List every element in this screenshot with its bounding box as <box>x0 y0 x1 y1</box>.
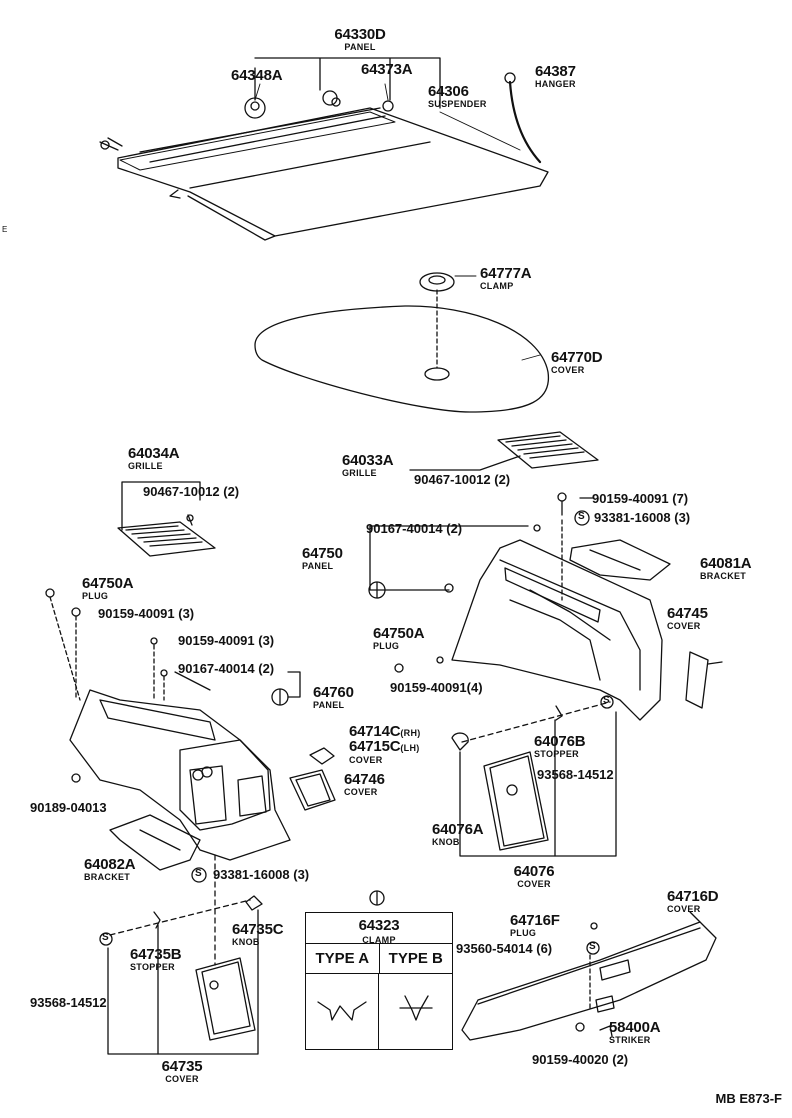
part-label-93381-left: 93381-16008 (3) <box>213 867 310 882</box>
part-label-64348a: 64348A <box>231 67 283 84</box>
s-mark: S <box>195 868 202 879</box>
part-label-90159-3-a: 90159-40091 (3) <box>98 606 195 621</box>
cover-64716d-drawing <box>461 911 717 1041</box>
part-label-90167-right: 90167-40014 (2) <box>366 521 463 536</box>
part-label-90467-right: 90467-10012 (2) <box>414 472 511 487</box>
part-label-90159-3-b: 90159-40091 (3) <box>178 633 275 648</box>
clamp-type-a-label: TYPE A <box>315 949 370 967</box>
part-label-93381-right: 93381-16008 (3) <box>594 510 691 525</box>
cover-64735-drawing <box>99 854 263 1055</box>
part-label-90467-left: 90467-10012 (2) <box>143 484 240 499</box>
s-mark: S <box>102 932 109 943</box>
s-mark: S <box>578 511 585 522</box>
part-label-90159-4: 90159-40091(4) <box>390 680 483 695</box>
s-mark: S <box>603 695 610 706</box>
cover-64076-drawing <box>451 695 617 857</box>
part-label-90159-2: 90159-40020 (2) <box>532 1052 629 1067</box>
clamp-64323-table: 64323 CLAMP TYPE A TYPE B <box>305 912 453 1050</box>
s-mark: S <box>589 941 596 952</box>
part-label-93568-left: 93568-14512 <box>30 995 107 1010</box>
panel-64750-drawing <box>368 492 723 721</box>
part-label-90189: 90189-04013 <box>30 800 107 815</box>
grille-64033a-drawing <box>409 431 599 471</box>
part-label-93568-right: 93568-14512 <box>537 767 614 782</box>
dashed-lead-line-left <box>75 615 165 701</box>
clamp-64323-shapes <box>317 890 433 1021</box>
s-mark-circles <box>191 510 590 883</box>
clamp-type-b-label: TYPE B <box>378 943 453 973</box>
cover-64770d-drawing <box>254 272 550 413</box>
part-label-90167-left: 90167-40014 (2) <box>178 661 275 676</box>
panel-64760-drawing <box>45 588 336 871</box>
grille-64034a-drawing <box>117 481 216 557</box>
part-label-90159-7: 90159-40091 (7) <box>592 491 689 506</box>
drawing-reference: MB E873-F <box>715 1091 782 1106</box>
left-edge-mark: E <box>2 225 8 234</box>
part-label-64714c: 64714C(RH) <box>349 723 421 740</box>
part-label-93560: 93560-54014 (6) <box>456 941 553 956</box>
clamp-table-header: 64323 CLAMP <box>306 913 452 945</box>
part-label-64373a: 64373A <box>361 61 413 78</box>
panel-64330d-drawing <box>99 57 549 241</box>
part-label-64715c: 64715C(LH) COVER <box>349 738 420 765</box>
